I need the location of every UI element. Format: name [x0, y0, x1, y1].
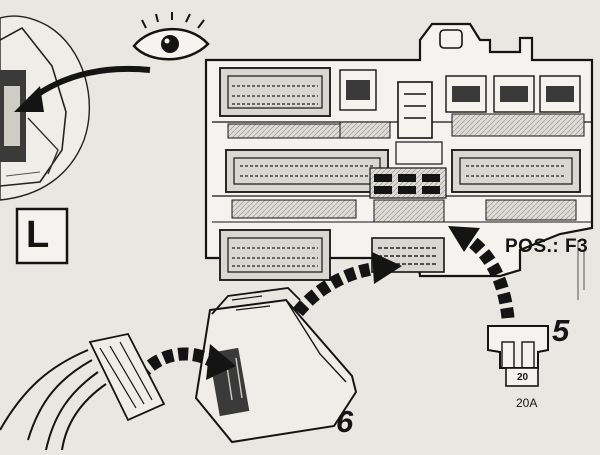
eye-icon: [132, 12, 210, 61]
arrow-icon: [14, 65, 151, 112]
arrow-icon: [448, 226, 515, 319]
blade-fuse: [487, 325, 549, 387]
fuse-rating-label: 20A: [516, 396, 538, 410]
fuse-panel: [204, 22, 594, 281]
wiring-plug: [0, 332, 166, 451]
step-connector-label: 6: [336, 404, 354, 439]
detail-inset: [0, 15, 91, 201]
position-label: POS.: F3: [505, 236, 589, 257]
view-letter-label: L: [26, 214, 50, 256]
view-letter-box: [15, 207, 69, 265]
arrow-icon: [293, 252, 402, 317]
step-fuse-label: 5: [552, 313, 570, 348]
fuse-number-label: 20: [517, 372, 529, 383]
